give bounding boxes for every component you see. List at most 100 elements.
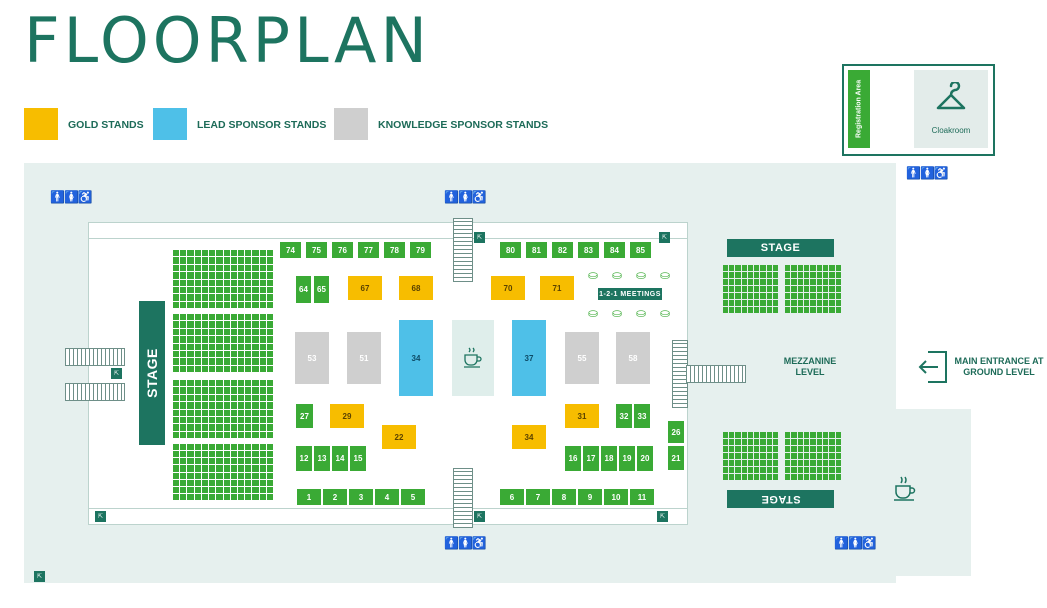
stand-34-gold[interactable]: 34 bbox=[512, 425, 546, 449]
stand-11[interactable]: 11 bbox=[630, 489, 654, 505]
stand-74[interactable]: 74 bbox=[280, 242, 301, 258]
stand-26[interactable]: 26 bbox=[668, 421, 684, 443]
stand-67[interactable]: 67 bbox=[348, 276, 382, 300]
stand-15[interactable]: 15 bbox=[350, 446, 366, 471]
seat bbox=[237, 493, 245, 500]
stand-10[interactable]: 10 bbox=[604, 489, 628, 505]
seat bbox=[194, 314, 201, 321]
seat bbox=[245, 451, 252, 458]
stand-8[interactable]: 8 bbox=[552, 489, 576, 505]
seat bbox=[791, 293, 797, 299]
seat bbox=[216, 493, 223, 500]
stand-78[interactable]: 78 bbox=[384, 242, 405, 258]
stand-9[interactable]: 9 bbox=[578, 489, 602, 505]
seat bbox=[785, 307, 791, 313]
seat bbox=[747, 300, 754, 306]
seat bbox=[187, 365, 194, 372]
stand-70[interactable]: 70 bbox=[491, 276, 525, 300]
seat bbox=[823, 474, 829, 480]
stand-80[interactable]: 80 bbox=[500, 242, 521, 258]
seat bbox=[760, 307, 766, 313]
stand-79[interactable]: 79 bbox=[410, 242, 431, 258]
stand-32[interactable]: 32 bbox=[616, 404, 632, 428]
stand-81[interactable]: 81 bbox=[526, 242, 547, 258]
stand-3[interactable]: 3 bbox=[349, 489, 373, 505]
seat bbox=[797, 265, 803, 271]
seat bbox=[223, 465, 230, 472]
stand-77[interactable]: 77 bbox=[358, 242, 379, 258]
stand-5[interactable]: 5 bbox=[401, 489, 425, 505]
seat bbox=[252, 272, 259, 279]
stand-53[interactable]: 53 bbox=[295, 332, 329, 384]
seat bbox=[741, 467, 747, 473]
seat bbox=[245, 358, 252, 365]
stand-75[interactable]: 75 bbox=[306, 242, 327, 258]
stand-17[interactable]: 17 bbox=[583, 446, 599, 471]
seat bbox=[245, 409, 252, 416]
stand-51[interactable]: 51 bbox=[347, 332, 381, 384]
stand-16[interactable]: 16 bbox=[565, 446, 581, 471]
stand-84[interactable]: 84 bbox=[604, 242, 625, 258]
seat bbox=[766, 265, 772, 271]
seat bbox=[816, 286, 822, 292]
seat bbox=[266, 394, 273, 402]
stand-37[interactable]: 37 bbox=[512, 320, 546, 396]
stand-1[interactable]: 1 bbox=[297, 489, 321, 505]
stand-14[interactable]: 14 bbox=[332, 446, 348, 471]
seat bbox=[230, 380, 237, 387]
seat bbox=[823, 453, 829, 459]
stand-68[interactable]: 68 bbox=[399, 276, 433, 300]
stand-6[interactable]: 6 bbox=[500, 489, 524, 505]
stand-34-lead[interactable]: 34 bbox=[399, 320, 433, 396]
stairs bbox=[453, 468, 473, 528]
stand-29[interactable]: 29 bbox=[330, 404, 364, 428]
stand-58[interactable]: 58 bbox=[616, 332, 650, 384]
seat bbox=[804, 453, 810, 459]
stand-65[interactable]: 65 bbox=[314, 276, 329, 303]
seat bbox=[259, 465, 266, 472]
seat bbox=[259, 328, 266, 336]
stand-55[interactable]: 55 bbox=[565, 332, 599, 384]
seat bbox=[797, 272, 803, 278]
seat bbox=[747, 279, 754, 285]
stairs bbox=[453, 218, 473, 282]
stand-82[interactable]: 82 bbox=[552, 242, 573, 258]
seat bbox=[259, 486, 266, 493]
seat bbox=[785, 286, 791, 292]
stand-27[interactable]: 27 bbox=[296, 404, 313, 428]
stand-2[interactable]: 2 bbox=[323, 489, 347, 505]
stand-20[interactable]: 20 bbox=[637, 446, 653, 471]
stand-22[interactable]: 22 bbox=[382, 425, 416, 449]
seat bbox=[259, 286, 266, 294]
seat bbox=[735, 474, 741, 480]
stand-31[interactable]: 31 bbox=[565, 404, 599, 428]
stand-85[interactable]: 85 bbox=[630, 242, 651, 258]
seat bbox=[266, 250, 273, 257]
meeting-table-icon: ⛀ bbox=[660, 268, 671, 282]
seat bbox=[194, 458, 201, 465]
stand-21[interactable]: 21 bbox=[668, 446, 684, 470]
stand-12[interactable]: 12 bbox=[296, 446, 312, 471]
seat bbox=[173, 272, 180, 279]
seat bbox=[194, 294, 201, 301]
seat bbox=[201, 451, 209, 458]
seat bbox=[259, 279, 266, 286]
stand-33[interactable]: 33 bbox=[634, 404, 650, 428]
seat bbox=[194, 380, 201, 387]
seat bbox=[223, 402, 230, 409]
seat bbox=[180, 493, 187, 500]
seat bbox=[245, 314, 252, 321]
stand-13[interactable]: 13 bbox=[314, 446, 330, 471]
stand-83[interactable]: 83 bbox=[578, 242, 599, 258]
seat bbox=[209, 314, 216, 321]
stand-76[interactable]: 76 bbox=[332, 242, 353, 258]
stand-18[interactable]: 18 bbox=[601, 446, 617, 471]
stand-71[interactable]: 71 bbox=[540, 276, 574, 300]
seat bbox=[180, 336, 187, 343]
stand-64[interactable]: 64 bbox=[296, 276, 311, 303]
stand-4[interactable]: 4 bbox=[375, 489, 399, 505]
stand-19[interactable]: 19 bbox=[619, 446, 635, 471]
seat bbox=[216, 321, 223, 328]
seat bbox=[252, 380, 259, 387]
stand-7[interactable]: 7 bbox=[526, 489, 550, 505]
